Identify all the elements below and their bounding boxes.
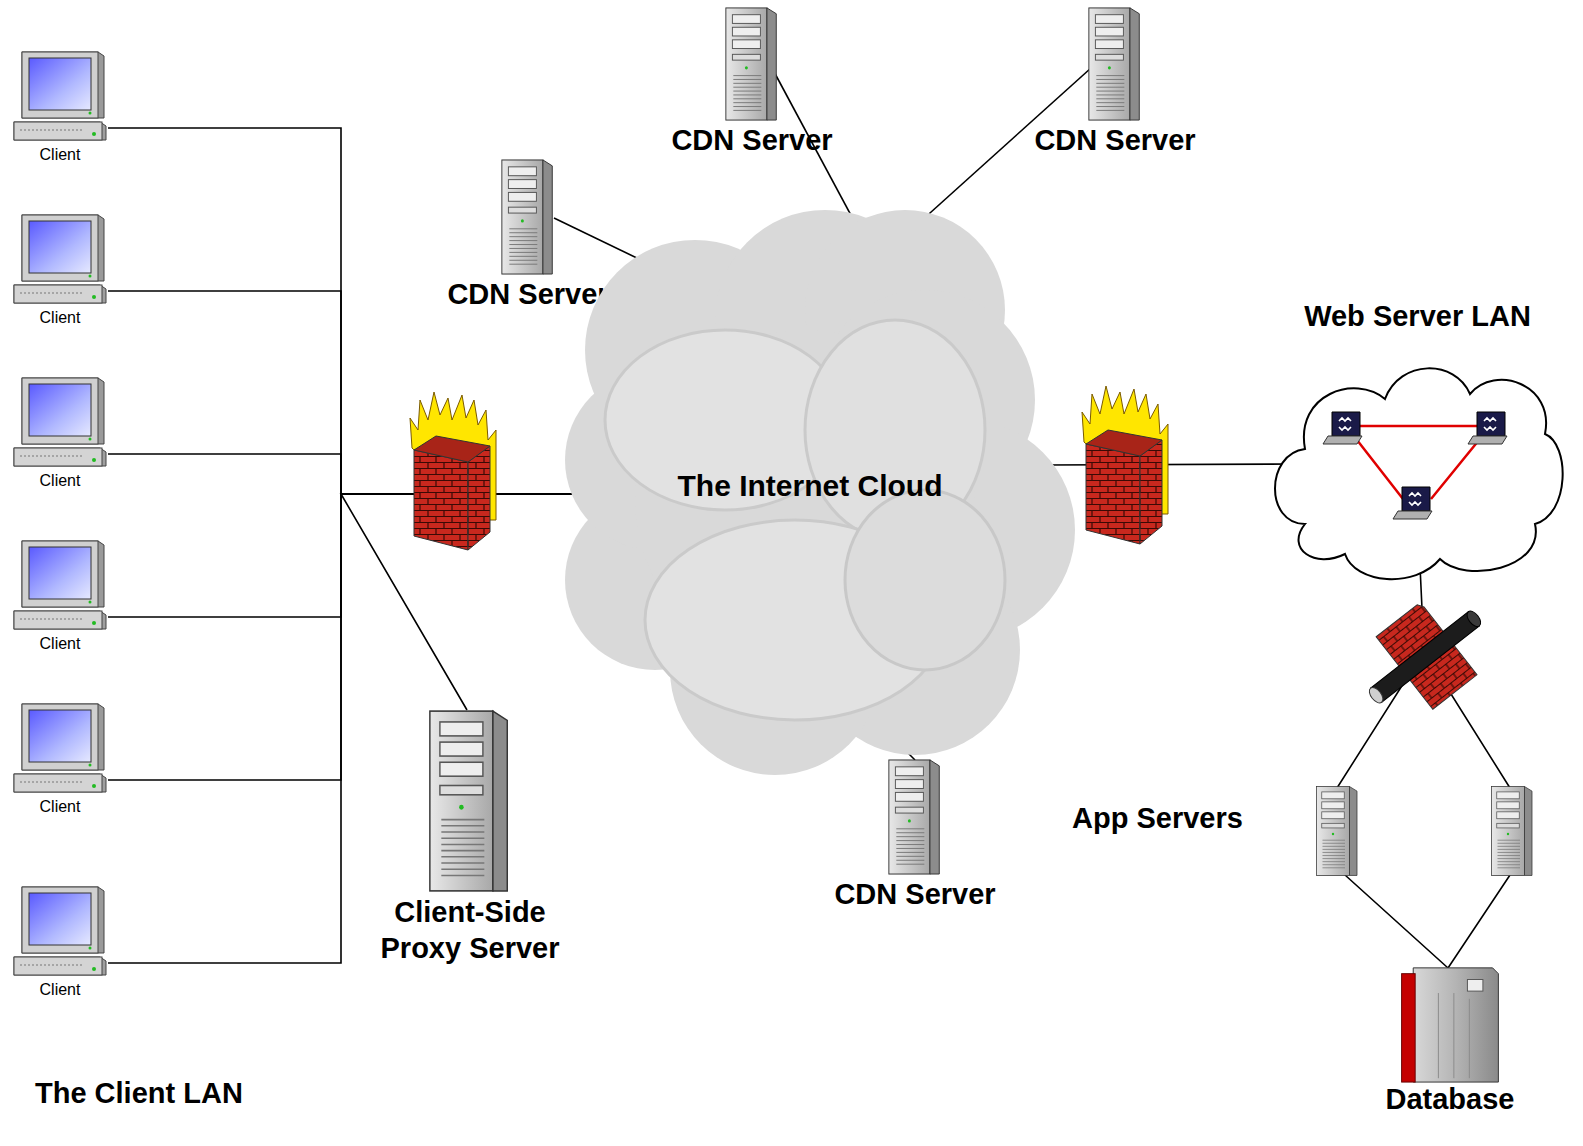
node-label: Client <box>8 981 112 999</box>
client-node: Client <box>8 537 112 653</box>
client-node: Client <box>8 211 112 327</box>
client-monitor <box>12 700 108 796</box>
client-monitor <box>12 48 108 144</box>
server-tower <box>1087 6 1143 122</box>
client-node: Client <box>8 883 112 999</box>
tower-node: CDN Server <box>428 158 628 312</box>
client-monitor <box>12 883 108 979</box>
network-link <box>1337 566 1510 788</box>
client-node: Client <box>8 48 112 164</box>
network-link <box>108 494 590 963</box>
node-label: The Internet Cloud <box>545 468 1075 504</box>
server-tower <box>724 6 780 122</box>
app-server <box>1490 785 1535 877</box>
pipe-firewall <box>1344 580 1506 735</box>
node-label: Web Server LAN <box>1265 298 1570 334</box>
network-link <box>108 291 590 494</box>
network-link <box>108 454 590 494</box>
cloud-node: The Internet Cloud <box>545 200 1075 780</box>
client-monitor <box>12 537 108 633</box>
client-monitor <box>12 211 108 307</box>
tower-node: CDN Server <box>652 6 852 158</box>
node-label: CDN Server <box>1015 122 1215 158</box>
node-label: Client <box>8 472 112 490</box>
app-server <box>1315 785 1360 877</box>
client-node: Client <box>8 700 112 816</box>
server-tower <box>427 708 513 894</box>
network-link <box>1345 875 1510 968</box>
node-label: CDN Server <box>815 876 1015 912</box>
region-label: The Client LAN <box>35 1075 243 1111</box>
client-node: Client <box>8 374 112 490</box>
client-monitor <box>12 374 108 470</box>
tower-node: CDN Server <box>1015 6 1215 158</box>
app-node: App Servers <box>1068 780 1538 880</box>
node-label: App Servers <box>1072 800 1243 836</box>
node-label: Client <box>8 146 112 164</box>
right-firewall <box>1082 386 1168 544</box>
node-label: Client <box>8 635 112 653</box>
lan-node: Web Server LAN <box>1265 298 1570 584</box>
node-label: Client <box>8 798 112 816</box>
node-label: Client-Side Proxy Server <box>360 894 580 966</box>
network-link <box>1045 464 1295 465</box>
network-link <box>108 494 590 780</box>
tower-node: Client-Side Proxy Server <box>360 708 580 966</box>
node-label: CDN Server <box>652 122 852 158</box>
server-tower <box>500 158 556 276</box>
node-label: Database <box>1370 1084 1530 1114</box>
tower-node: CDN Server <box>815 758 1015 912</box>
db-node: Database <box>1370 964 1530 1114</box>
database-cabinet <box>1398 964 1502 1084</box>
network-link <box>108 494 590 617</box>
network-link <box>108 128 590 494</box>
left-firewall <box>410 392 496 550</box>
lan-cloud <box>1265 334 1570 584</box>
server-tower <box>887 758 943 876</box>
node-label: Client <box>8 309 112 327</box>
